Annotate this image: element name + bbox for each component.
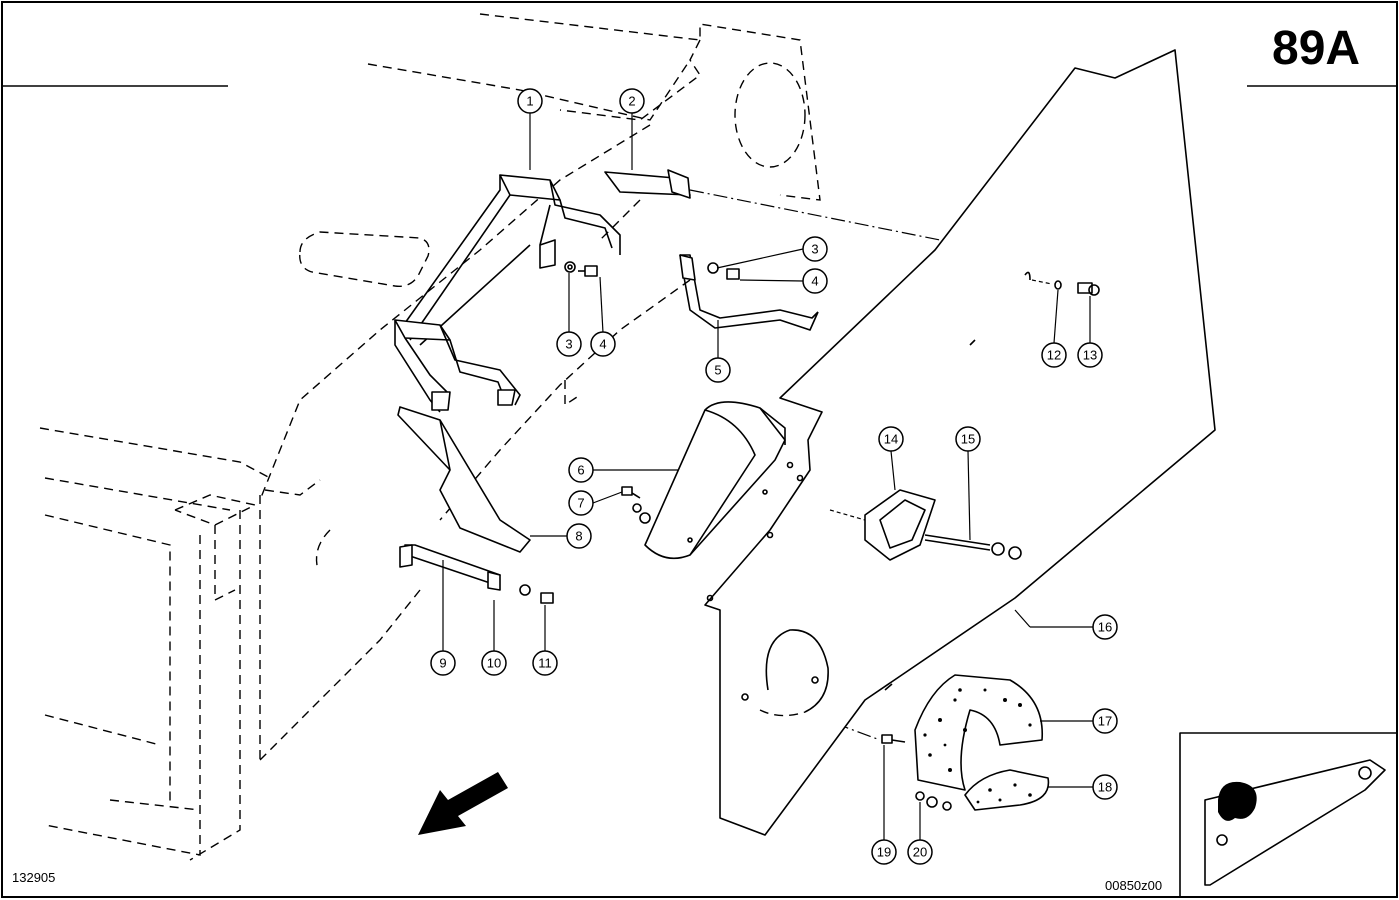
callout-4: 4	[802, 268, 828, 294]
svg-text:5: 5	[714, 363, 721, 378]
svg-text:3: 3	[811, 242, 818, 257]
leader-lines	[442, 113, 1093, 840]
svg-text:13: 13	[1083, 348, 1097, 363]
callout-14: 14	[878, 426, 904, 452]
svg-text:3: 3	[565, 337, 572, 352]
svg-text:4: 4	[599, 337, 606, 352]
image-number: 132905	[12, 870, 55, 885]
callout-18: 18	[1092, 774, 1118, 800]
callout-10: 10	[481, 650, 507, 676]
svg-text:19: 19	[877, 845, 891, 860]
gasket-18	[964, 769, 1050, 811]
svg-text:1: 1	[526, 94, 533, 109]
svg-text:4: 4	[811, 274, 818, 289]
svg-text:12: 12	[1047, 348, 1061, 363]
callout-9: 9	[430, 650, 456, 676]
chassis-outline	[39, 13, 821, 861]
strap-9	[399, 544, 554, 604]
callout-15: 15	[955, 426, 981, 452]
callout-4: 4	[590, 331, 616, 357]
callout-19: 19	[871, 839, 897, 865]
page-number: 89A	[1272, 22, 1360, 75]
housing-14	[829, 489, 1022, 561]
svg-text:9: 9	[439, 656, 446, 671]
screw-7	[621, 486, 651, 524]
callout-3: 3	[802, 236, 828, 262]
callout-13: 13	[1077, 342, 1103, 368]
callout-20: 20	[907, 839, 933, 865]
cover-6	[644, 401, 786, 560]
svg-text:14: 14	[884, 432, 898, 447]
svg-text:8: 8	[575, 529, 582, 544]
bracket-frame	[394, 174, 621, 413]
svg-text:2: 2	[628, 94, 635, 109]
callout-12: 12	[1041, 342, 1067, 368]
svg-text:10: 10	[487, 656, 501, 671]
callout-8: 8	[566, 523, 592, 549]
callout-3: 3	[556, 331, 582, 357]
shield-8	[397, 406, 531, 553]
callout-6: 6	[568, 457, 594, 483]
svg-text:20: 20	[913, 845, 927, 860]
svg-text:6: 6	[577, 463, 584, 478]
callout-17: 17	[1092, 708, 1118, 734]
svg-text:16: 16	[1098, 620, 1112, 635]
svg-text:11: 11	[538, 656, 552, 671]
callout-2: 2	[619, 88, 645, 114]
callout-5: 5	[705, 357, 731, 383]
locator-inset	[1179, 732, 1398, 898]
svg-text:18: 18	[1098, 780, 1112, 795]
callout-11: 11	[532, 650, 558, 676]
arrow-icon	[418, 772, 508, 835]
centerline	[689, 189, 941, 241]
strap-5	[679, 254, 819, 331]
callout-1: 1	[517, 88, 543, 114]
callout-7: 7	[568, 490, 594, 516]
svg-text:7: 7	[577, 496, 584, 511]
gasket-17	[914, 674, 1043, 791]
svg-text:15: 15	[961, 432, 975, 447]
svg-text:17: 17	[1098, 714, 1112, 729]
callout-16: 16	[1092, 614, 1118, 640]
drawing-code: 00850z00	[1105, 878, 1162, 893]
